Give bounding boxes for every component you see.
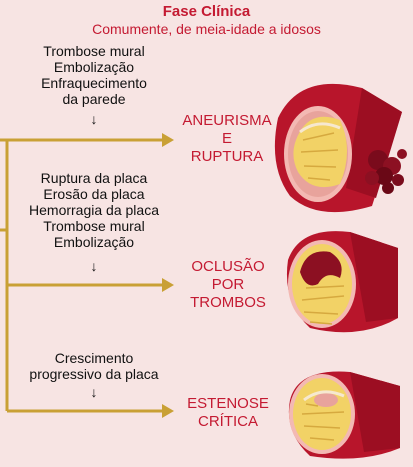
cause-label: progressivo da placa — [29, 366, 159, 382]
down-arrow-icon: ↓ — [90, 258, 98, 274]
page-title: Fase Clínica — [162, 3, 251, 20]
cause-label: Trombose mural — [43, 43, 145, 59]
vessel-stenosis-illustration — [288, 371, 400, 459]
cause-label: Erosão da placa — [43, 186, 145, 202]
cause-label: Trombose mural — [43, 218, 145, 234]
outcome-label: CRÍTICA — [198, 413, 258, 430]
cause-label: da parede — [62, 91, 126, 107]
outcome-label: POR — [211, 276, 245, 293]
cause-label: Enfraquecimento — [41, 75, 147, 91]
cause-label: Embolização — [53, 59, 135, 75]
cause-label: Ruptura da placa — [40, 170, 148, 186]
outcome-label: ANEURISMA — [182, 112, 272, 129]
outcome-label: E — [221, 130, 232, 147]
page-subtitle: Comumente, de meia-idade a idosos — [92, 21, 321, 37]
branch-1-arrowhead — [162, 133, 174, 147]
causes-list-aneurysm: Trombose mural Embolização Enfraquecimen… — [22, 43, 166, 107]
causes-list-stenosis: Crescimento progressivo da placa — [18, 350, 170, 382]
down-arrow-icon: ↓ — [90, 111, 98, 127]
outcome-label: OCLUSÃO — [191, 258, 265, 275]
vessel-aneurysm-illustration — [274, 83, 407, 213]
outcome-label: RUPTURA — [190, 148, 264, 165]
cause-label: Hemorragia da placa — [29, 202, 159, 218]
down-arrow-icon: ↓ — [90, 384, 98, 400]
branch-3-arrowhead — [162, 404, 174, 418]
outcome-aneurysm-rupture: ANEURISMA E RUPTURA — [176, 112, 278, 166]
outcome-critical-stenosis: ESTENOSE CRÍTICA — [178, 395, 278, 431]
vessel-thrombus-illustration — [286, 231, 398, 333]
cause-label: Embolização — [53, 234, 135, 250]
outcome-label: ESTENOSE — [187, 395, 269, 412]
cause-label: Crescimento — [54, 350, 134, 366]
outcome-label: TROMBOS — [190, 294, 266, 311]
outcome-thrombus-occlusion: OCLUSÃO POR TROMBOS — [180, 258, 276, 312]
causes-list-thrombus: Ruptura da placa Erosão da placa Hemorra… — [8, 170, 180, 250]
branch-2-arrowhead — [162, 278, 174, 292]
